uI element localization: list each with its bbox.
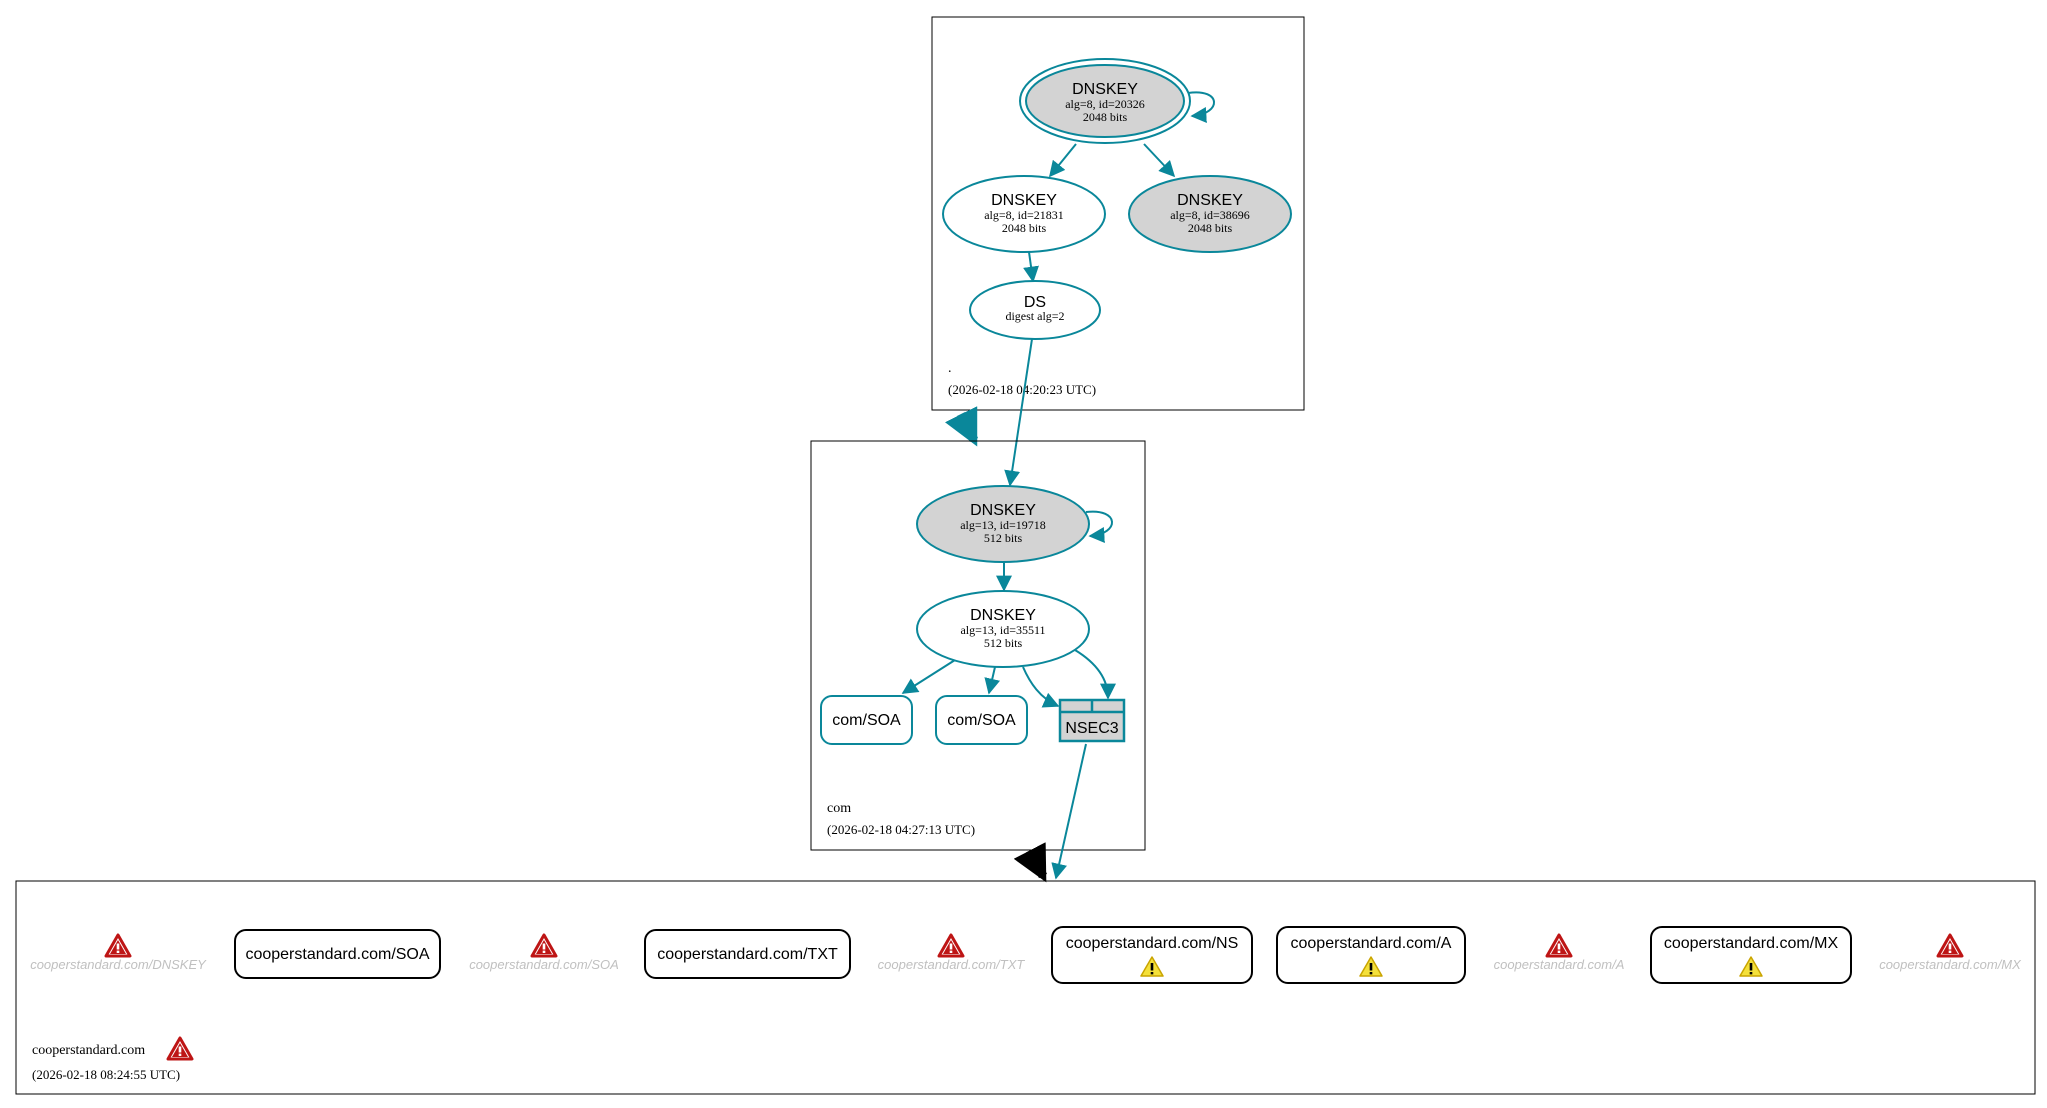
node-root-zsk2-title: DNSKEY xyxy=(1177,192,1243,209)
error-a-label: cooperstandard.com/A xyxy=(1494,957,1625,972)
node-com-zsk-line2: 512 bits xyxy=(984,636,1023,650)
node-root-zsk1-line1: alg=8, id=21831 xyxy=(984,208,1064,222)
node-com-soa-1[interactable]: com/SOA xyxy=(820,695,913,745)
error-dnskey-label: cooperstandard.com/DNSKEY xyxy=(30,957,207,972)
node-com-ds-line1: digest alg=2 xyxy=(1005,309,1064,323)
node-root-zsk1-title: DNSKEY xyxy=(991,192,1057,209)
edge-com-zsk-soa2 xyxy=(984,666,1001,695)
error-a[interactable]: cooperstandard.com/A xyxy=(1494,933,1625,972)
edge-root-ksk-self xyxy=(1187,91,1215,124)
node-root-zsk2-line2: 2048 bits xyxy=(1188,221,1233,235)
zone-com-timestamp: (2026-02-18 04:27:13 UTC) xyxy=(827,822,975,837)
delegation-root-com xyxy=(945,406,979,447)
node-root-zsk1[interactable]: DNSKEY alg=8, id=21831 2048 bits xyxy=(942,175,1106,253)
record-txt-label: cooperstandard.com/TXT xyxy=(657,946,838,963)
zone-com-box xyxy=(810,440,1146,851)
record-txt[interactable]: cooperstandard.com/TXT xyxy=(644,929,851,979)
zone-cooper-box xyxy=(15,880,2036,1095)
error-mx[interactable]: cooperstandard.com/MX xyxy=(1879,933,2022,972)
zone-cooper-error-icon xyxy=(166,1036,194,1061)
node-root-zsk2[interactable]: DNSKEY alg=8, id=38696 2048 bits xyxy=(1128,175,1292,253)
record-mx[interactable]: cooperstandard.com/MX xyxy=(1650,926,1852,984)
node-com-zsk-title: DNSKEY xyxy=(970,607,1036,624)
node-root-zsk1-line2: 2048 bits xyxy=(1002,221,1047,235)
edge-ds-com-ksk xyxy=(1004,338,1033,487)
node-com-zsk-line1: alg=13, id=35511 xyxy=(960,623,1045,637)
node-root-ksk-line1: alg=8, id=20326 xyxy=(1065,97,1145,111)
error-a-icon xyxy=(1545,933,1573,958)
node-nsec3-label: NSEC3 xyxy=(1065,720,1118,737)
edge-root-zsk1-ds xyxy=(1023,251,1039,283)
node-com-zsk[interactable]: DNSKEY alg=13, id=35511 512 bits xyxy=(916,590,1090,668)
delegation-com-cooper xyxy=(1013,842,1047,883)
edge-com-ksk-self xyxy=(1085,510,1113,544)
node-com-ksk-line2: 512 bits xyxy=(984,531,1023,545)
error-mx-label: cooperstandard.com/MX xyxy=(1879,957,2022,972)
zone-cooper-name: cooperstandard.com xyxy=(32,1043,145,1058)
edge-com-zsk-nsec3b xyxy=(1074,649,1116,700)
node-root-ksk-line2: 2048 bits xyxy=(1083,110,1128,124)
error-soa[interactable]: cooperstandard.com/SOA xyxy=(469,933,619,972)
record-soa-label: cooperstandard.com/SOA xyxy=(245,946,429,963)
node-com-ksk-title: DNSKEY xyxy=(970,502,1036,519)
node-com-ksk[interactable]: DNSKEY alg=13, id=19718 512 bits xyxy=(916,485,1090,563)
node-com-soa-2-label: com/SOA xyxy=(947,712,1016,729)
error-soa-icon xyxy=(530,933,558,958)
node-root-ksk[interactable]: DNSKEY alg=8, id=20326 2048 bits xyxy=(1019,58,1191,144)
record-ns[interactable]: cooperstandard.com/NS xyxy=(1051,926,1253,984)
error-mx-icon xyxy=(1936,933,1964,958)
record-soa[interactable]: cooperstandard.com/SOA xyxy=(234,929,441,979)
error-txt-label: cooperstandard.com/TXT xyxy=(878,957,1026,972)
node-com-ds[interactable]: DS digest alg=2 xyxy=(969,280,1101,340)
record-a-label: cooperstandard.com/A xyxy=(1291,935,1452,952)
error-dnskey-icon xyxy=(104,933,132,958)
edge-com-zsk-nsec3a xyxy=(1022,666,1060,708)
error-dnskey[interactable]: cooperstandard.com/DNSKEY xyxy=(30,933,207,972)
edge-root-ksk-zsk1 xyxy=(1048,143,1077,178)
edge-root-ksk-zsk2 xyxy=(1143,143,1176,178)
zone-com-name: com xyxy=(827,801,851,816)
node-com-ds-title: DS xyxy=(1024,294,1046,311)
node-root-ksk-title: DNSKEY xyxy=(1072,81,1138,98)
node-com-soa-2[interactable]: com/SOA xyxy=(935,695,1028,745)
zone-cooper-timestamp: (2026-02-18 08:24:55 UTC) xyxy=(32,1067,180,1082)
error-txt[interactable]: cooperstandard.com/TXT xyxy=(878,933,1026,972)
zone-root-timestamp: (2026-02-18 04:20:23 UTC) xyxy=(948,382,1096,397)
error-soa-label: cooperstandard.com/SOA xyxy=(469,957,619,972)
zone-root-name: . xyxy=(948,361,952,376)
node-nsec3[interactable]: NSEC3 xyxy=(1058,698,1126,743)
edge-com-zsk-soa1 xyxy=(901,659,956,694)
record-mx-label: cooperstandard.com/MX xyxy=(1664,935,1839,952)
edge-nsec3-cooper xyxy=(1051,743,1087,880)
node-com-soa-1-label: com/SOA xyxy=(832,712,901,729)
node-root-zsk2-line1: alg=8, id=38696 xyxy=(1170,208,1250,222)
record-ns-label: cooperstandard.com/NS xyxy=(1066,935,1239,952)
zone-root-box xyxy=(931,16,1305,411)
record-a[interactable]: cooperstandard.com/A xyxy=(1276,926,1466,984)
error-txt-icon xyxy=(937,933,965,958)
node-com-ksk-line1: alg=13, id=19718 xyxy=(960,518,1046,532)
